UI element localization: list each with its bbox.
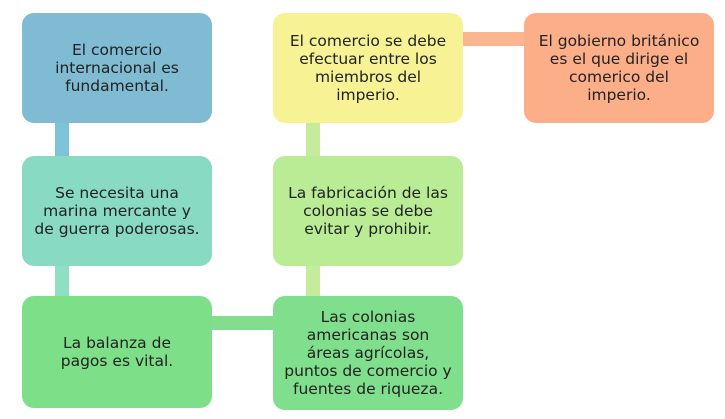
node-box6: El comercio se debe efectuar entre los m… xyxy=(273,13,463,123)
node-box5-text: La fabricación de las colonias se debe e… xyxy=(288,184,448,238)
connector-box2-box3 xyxy=(55,262,69,300)
node-box7-text: El gobierno británico es el que dirige e… xyxy=(538,32,700,104)
connector-box3-box4 xyxy=(205,316,280,330)
connector-box4-box5 xyxy=(306,262,320,300)
connector-box6-box7 xyxy=(455,32,531,46)
node-box4: Las colonias americanas son áreas agríco… xyxy=(273,296,463,410)
node-box2: Se necesita una marina mercante y de gue… xyxy=(22,156,212,266)
node-box1-text: El comercio internacional es fundamental… xyxy=(55,41,179,95)
node-box3: La balanza de pagos es vital. xyxy=(22,296,212,408)
connector-box5-box6 xyxy=(306,118,320,160)
node-box7: El gobierno británico es el que dirige e… xyxy=(524,13,714,123)
node-box4-text: Las colonias americanas son áreas agríco… xyxy=(284,308,452,398)
node-box3-text: La balanza de pagos es vital. xyxy=(60,334,174,370)
connector-box1-box2 xyxy=(55,118,69,160)
node-box5: La fabricación de las colonias se debe e… xyxy=(273,156,463,266)
node-box1: El comercio internacional es fundamental… xyxy=(22,13,212,123)
node-box2-text: Se necesita una marina mercante y de gue… xyxy=(34,184,200,238)
node-box6-text: El comercio se debe efectuar entre los m… xyxy=(289,32,447,104)
